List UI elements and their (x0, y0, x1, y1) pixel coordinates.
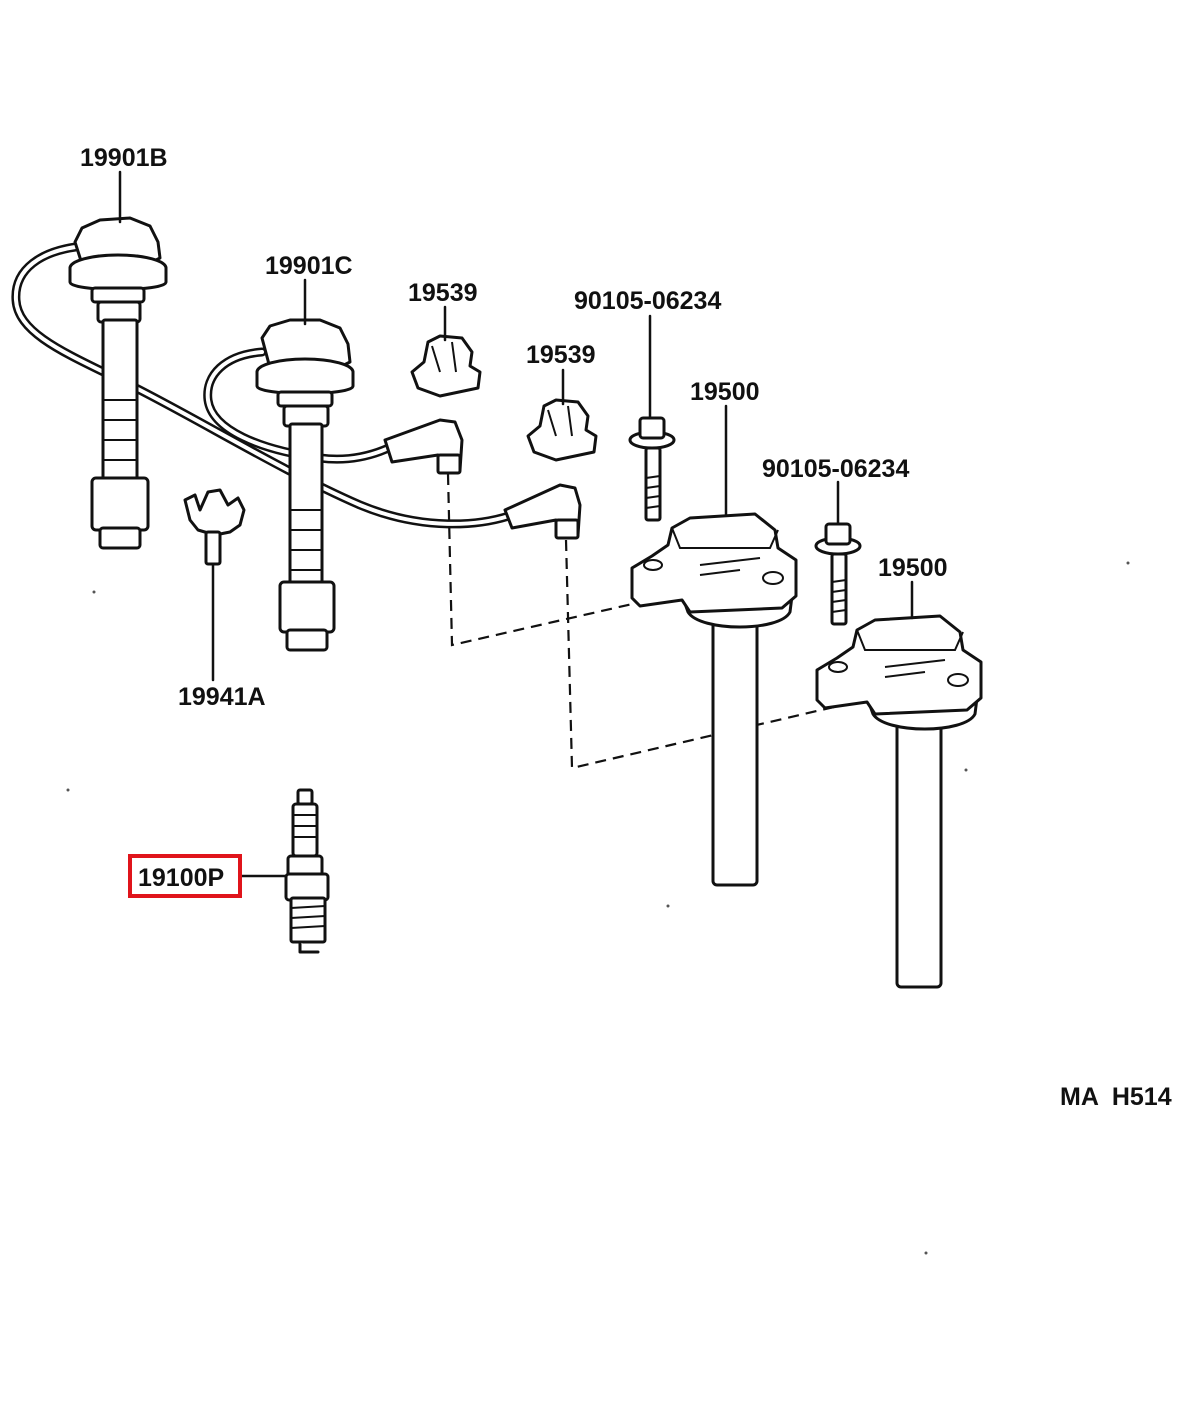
ignition-coil-19500-2[interactable] (815, 614, 983, 989)
scan-specks (66, 561, 1130, 1255)
clamp-19941a[interactable] (183, 488, 246, 682)
part-labels: 19901B 19901C 19539 19539 90105-06234 19… (80, 144, 1172, 1111)
cord-wires (11, 241, 525, 529)
label-90105-06234-2[interactable]: 90105-06234 (762, 455, 909, 483)
label-90105-06234-1[interactable]: 90105-06234 (574, 287, 721, 315)
leader-lines (118, 170, 914, 878)
cord-connector-near (383, 418, 464, 475)
cap-19539-1[interactable] (410, 334, 482, 398)
highlight-box (128, 854, 242, 898)
cord-connector-far (503, 483, 582, 540)
ignition-coil-19500-1[interactable] (630, 512, 798, 887)
label-19539-2[interactable]: 19539 (526, 341, 596, 369)
bolt-90105-06234-1[interactable] (628, 416, 676, 522)
spark-plug-19100p[interactable] (284, 788, 330, 954)
label-19901b[interactable]: 19901B (80, 144, 168, 172)
label-19901c[interactable]: 19901C (265, 252, 353, 280)
label-19539-1[interactable]: 19539 (408, 279, 478, 307)
diagram-code: MA H514 (1060, 1083, 1172, 1111)
label-19500-1[interactable]: 19500 (690, 378, 760, 406)
cap-19539-2[interactable] (526, 398, 598, 462)
label-19941a[interactable]: 19941A (178, 683, 266, 711)
cord-19901b[interactable] (68, 216, 168, 550)
bolt-90105-06234-2[interactable] (814, 522, 862, 626)
label-19100p[interactable]: 19100P (138, 864, 224, 892)
cord-19901c[interactable] (255, 318, 355, 652)
label-19500-2[interactable]: 19500 (878, 554, 948, 582)
